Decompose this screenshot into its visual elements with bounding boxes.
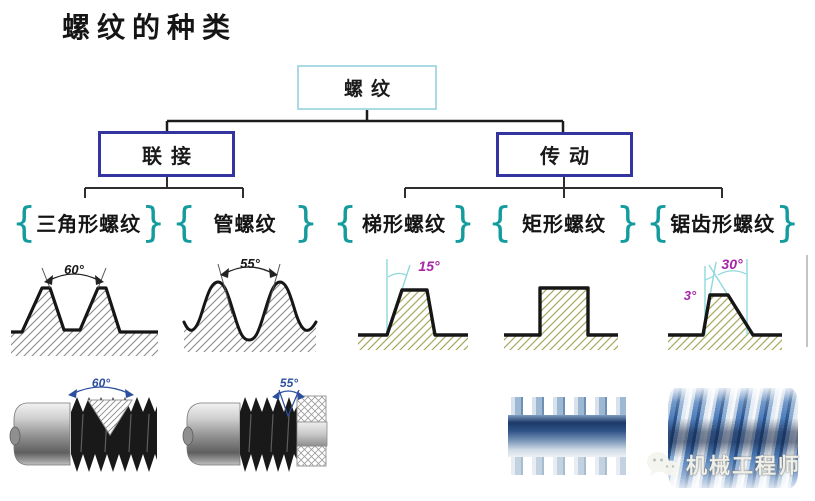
close-brace: } [775,198,800,246]
page-edge-line [806,255,808,347]
tree-node-transmission-label: 传动 [540,146,598,168]
open-brace: { [488,198,513,246]
close-brace: } [450,198,475,246]
open-brace: { [646,198,671,246]
buttress-thread-profile-drawing: 30° 3° [668,256,782,350]
trapezoidal-thread-profile-drawing: 15° [358,258,468,350]
tree-node-thread-label: 螺纹 [343,79,398,100]
open-brace: { [172,198,197,246]
square-thread-body [508,415,626,457]
arrowhead [269,268,278,278]
angle-label-60: 60° [64,262,84,277]
arrowhead [125,389,134,398]
pipe-thread-profile-drawing: 55° [182,256,318,352]
trapezoidal-thread-3d-image [351,394,481,478]
arrowhead [272,391,280,400]
leaf-buttress-thread-label: 锯齿形螺纹 [670,213,776,236]
watermark: 机械工程师 [646,450,801,480]
angle-label-55: 55° [240,256,260,271]
arrowhead [44,275,53,285]
angle-label-60-3d: 60° [92,376,110,390]
leaf-triangular-thread-label: 三角形螺纹 [36,213,142,236]
close-brace: } [141,198,166,246]
leaf-square-thread-label: 矩形螺纹 [522,213,606,236]
square-thread-profile-drawing [504,286,618,350]
leaf-trapezoidal-thread: { 梯形螺纹 } [333,201,475,243]
leaf-buttress-thread: { 锯齿形螺纹 } [646,198,800,246]
square-thread-3d-image [508,397,626,475]
tree-node-connection: 联接 [98,131,235,177]
buttress-thread-3d-image [668,388,798,488]
triangular-thread-3d-image: 60° [9,376,157,472]
arrowhead [220,268,229,278]
wechat-icon [647,452,679,478]
leaf-pipe-thread-label: 管螺纹 [213,213,277,236]
tree-node-connection-label: 联接 [142,145,200,168]
page-title: 螺纹的种类 [62,12,238,43]
tree-node-transmission: 传动 [496,132,633,177]
square-thread-top-teeth [508,397,626,415]
open-brace: { [333,198,358,246]
arrowhead [95,275,104,285]
close-brace: } [293,198,318,246]
tree-node-thread: 螺纹 [297,65,437,110]
leaf-triangular-thread: { 三角形螺纹 } [12,198,166,246]
open-brace: { [12,198,37,246]
angle-label-55-3d: 55° [280,376,298,390]
pipe-thread-3d-image: 55° [182,376,328,472]
angle-label-30: 30° [721,256,743,272]
leaf-square-thread: { 矩形螺纹 } [488,201,640,243]
angle-label-15: 15° [418,258,440,274]
watermark-brand: 机械工程师 [686,455,801,478]
leaf-pipe-thread: { 管螺纹 } [172,201,318,243]
arrowhead [68,389,77,398]
close-brace: } [615,198,640,246]
triangular-thread-profile-drawing: 60° [11,262,158,356]
arrowhead [297,391,305,400]
square-thread-bottom-teeth [508,457,626,475]
leaf-trapezoidal-thread-label: 梯形螺纹 [362,213,446,236]
angle-label-3: 3° [684,288,697,303]
